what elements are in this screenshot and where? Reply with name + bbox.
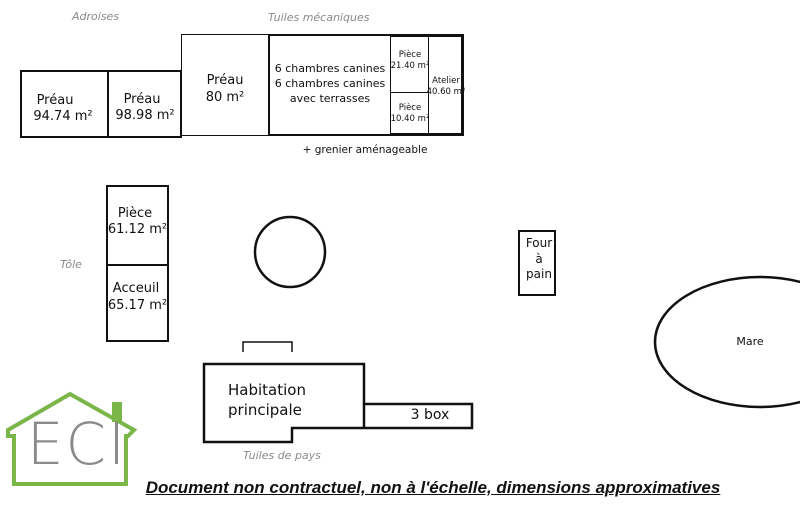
- preau-3-box: [181, 34, 271, 136]
- roof-note-ardoises: Adroises: [72, 10, 120, 23]
- preau-2-name: Préau: [123, 92, 161, 107]
- four-line-3: pain: [526, 267, 552, 281]
- mare-label: Mare: [736, 335, 764, 348]
- piece-small-1-box: [390, 36, 430, 93]
- disclaimer-footer: Document non contractuel, non à l'échell…: [145, 478, 721, 497]
- round-feature: [253, 215, 327, 289]
- eci-logo: [6, 391, 138, 486]
- atelier-box: [428, 36, 462, 134]
- small-structure: [242, 341, 293, 352]
- accueil-box: [106, 264, 169, 342]
- atelier-name: Atelier: [432, 76, 460, 86]
- preau-1-name: Préau: [36, 93, 74, 108]
- piece-small-1-area: 21.40 m²: [390, 61, 430, 71]
- preau-2-area: 98.98 m²: [115, 108, 175, 123]
- logo-text: ECI: [26, 410, 128, 478]
- preau-2-box: [107, 70, 182, 138]
- mare-pond: [653, 275, 800, 409]
- roof-note-tole: Tôle: [60, 258, 82, 271]
- habitation-line-1: Habitation: [228, 381, 306, 399]
- accueil-area: 65.17 m²: [107, 298, 168, 313]
- roof-note-tuiles-de-pays: Tuiles de pays: [243, 449, 321, 462]
- chambres-line-1: 6 chambres canines: [274, 62, 386, 75]
- habitation-principale-outline: [202, 362, 474, 444]
- piece-small-2-name: Pièce: [398, 103, 422, 113]
- four-line-1: Four: [525, 236, 553, 250]
- accueil-name: Acceuil: [112, 281, 160, 296]
- atelier-area: 40.60 m²: [426, 87, 466, 97]
- piece-large-name: Pièce: [117, 206, 153, 221]
- roof-note-tuiles-mecaniques: Tuiles mécaniques: [268, 11, 370, 24]
- piece-small-2-area: 10.40 m²: [390, 114, 430, 124]
- piece-small-1-name: Pièce: [398, 50, 422, 60]
- preau-3-name: Préau: [206, 73, 244, 88]
- chambres-line-2: 6 chambres canines: [274, 77, 386, 90]
- piece-large-area: 61.12 m²: [107, 222, 168, 237]
- habitation-line-2: principale: [228, 401, 302, 419]
- box-label: 3 box: [410, 407, 450, 423]
- preau-3-area: 80 m²: [205, 90, 245, 105]
- grenier-note: + grenier aménageable: [302, 144, 428, 156]
- preau-1-area: 94.74 m²: [33, 109, 93, 124]
- four-a-pain-box: [518, 230, 556, 296]
- chambres-line-3: avec terrasses: [289, 92, 371, 105]
- four-line-2: à: [535, 252, 543, 266]
